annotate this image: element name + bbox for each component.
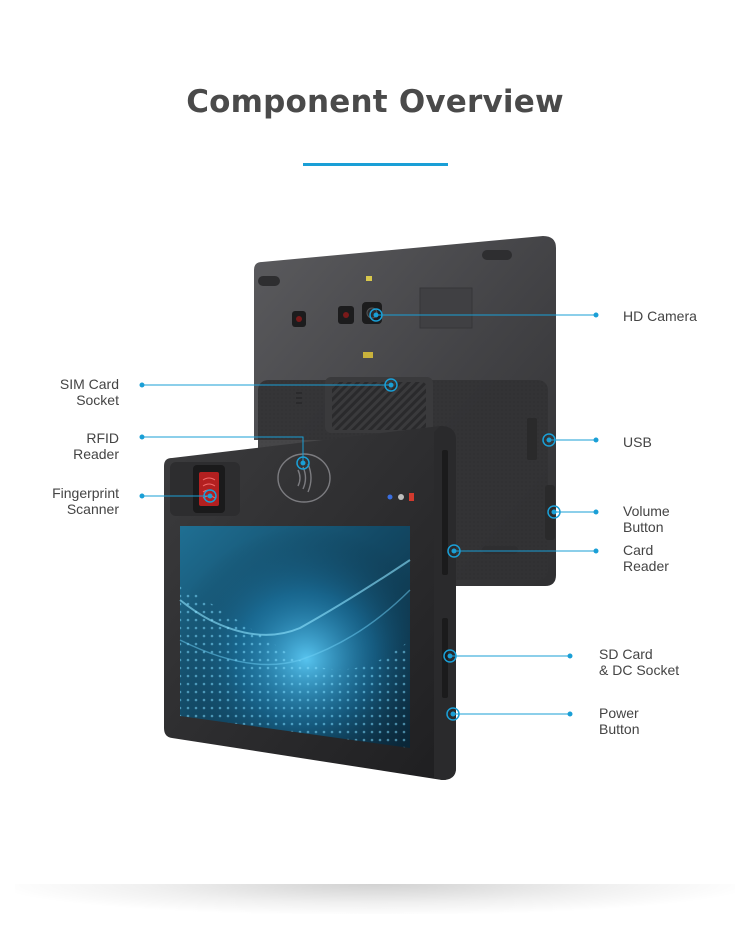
card-reader-callout xyxy=(447,544,599,558)
label-card-reader: Card Reader xyxy=(623,542,669,574)
page-title: Component Overview xyxy=(186,84,564,120)
label-sd-card-dc-socket: SD Card & DC Socket xyxy=(599,646,680,678)
label-usb: USB xyxy=(623,434,652,450)
bottom-shadow xyxy=(15,884,735,914)
label-fingerprint-scanner: Fingerprint Scanner xyxy=(52,485,119,517)
title-underline xyxy=(303,163,448,166)
fingerprint-icon xyxy=(193,465,225,513)
camera-lens-icon xyxy=(292,302,382,327)
rfid-callout xyxy=(139,434,310,470)
usb-callout xyxy=(542,433,599,447)
label-volume-button: Volume Button xyxy=(623,503,670,535)
volume-callout xyxy=(547,505,599,519)
label-hd-camera: HD Camera xyxy=(623,308,697,324)
hd-camera-callout xyxy=(369,308,599,322)
sim-card-callout xyxy=(139,378,398,392)
sd-card-callout xyxy=(443,649,573,663)
label-power-button: Power Button xyxy=(599,705,640,737)
label-sim-card-socket: SIM Card Socket xyxy=(59,376,119,408)
power-callout xyxy=(446,707,573,721)
callout-lines xyxy=(139,308,599,721)
tablet-front xyxy=(164,426,456,780)
label-rfid-reader: RFID Reader xyxy=(73,430,119,462)
tablet-back xyxy=(254,236,556,586)
fingerprint-callout xyxy=(139,489,217,503)
